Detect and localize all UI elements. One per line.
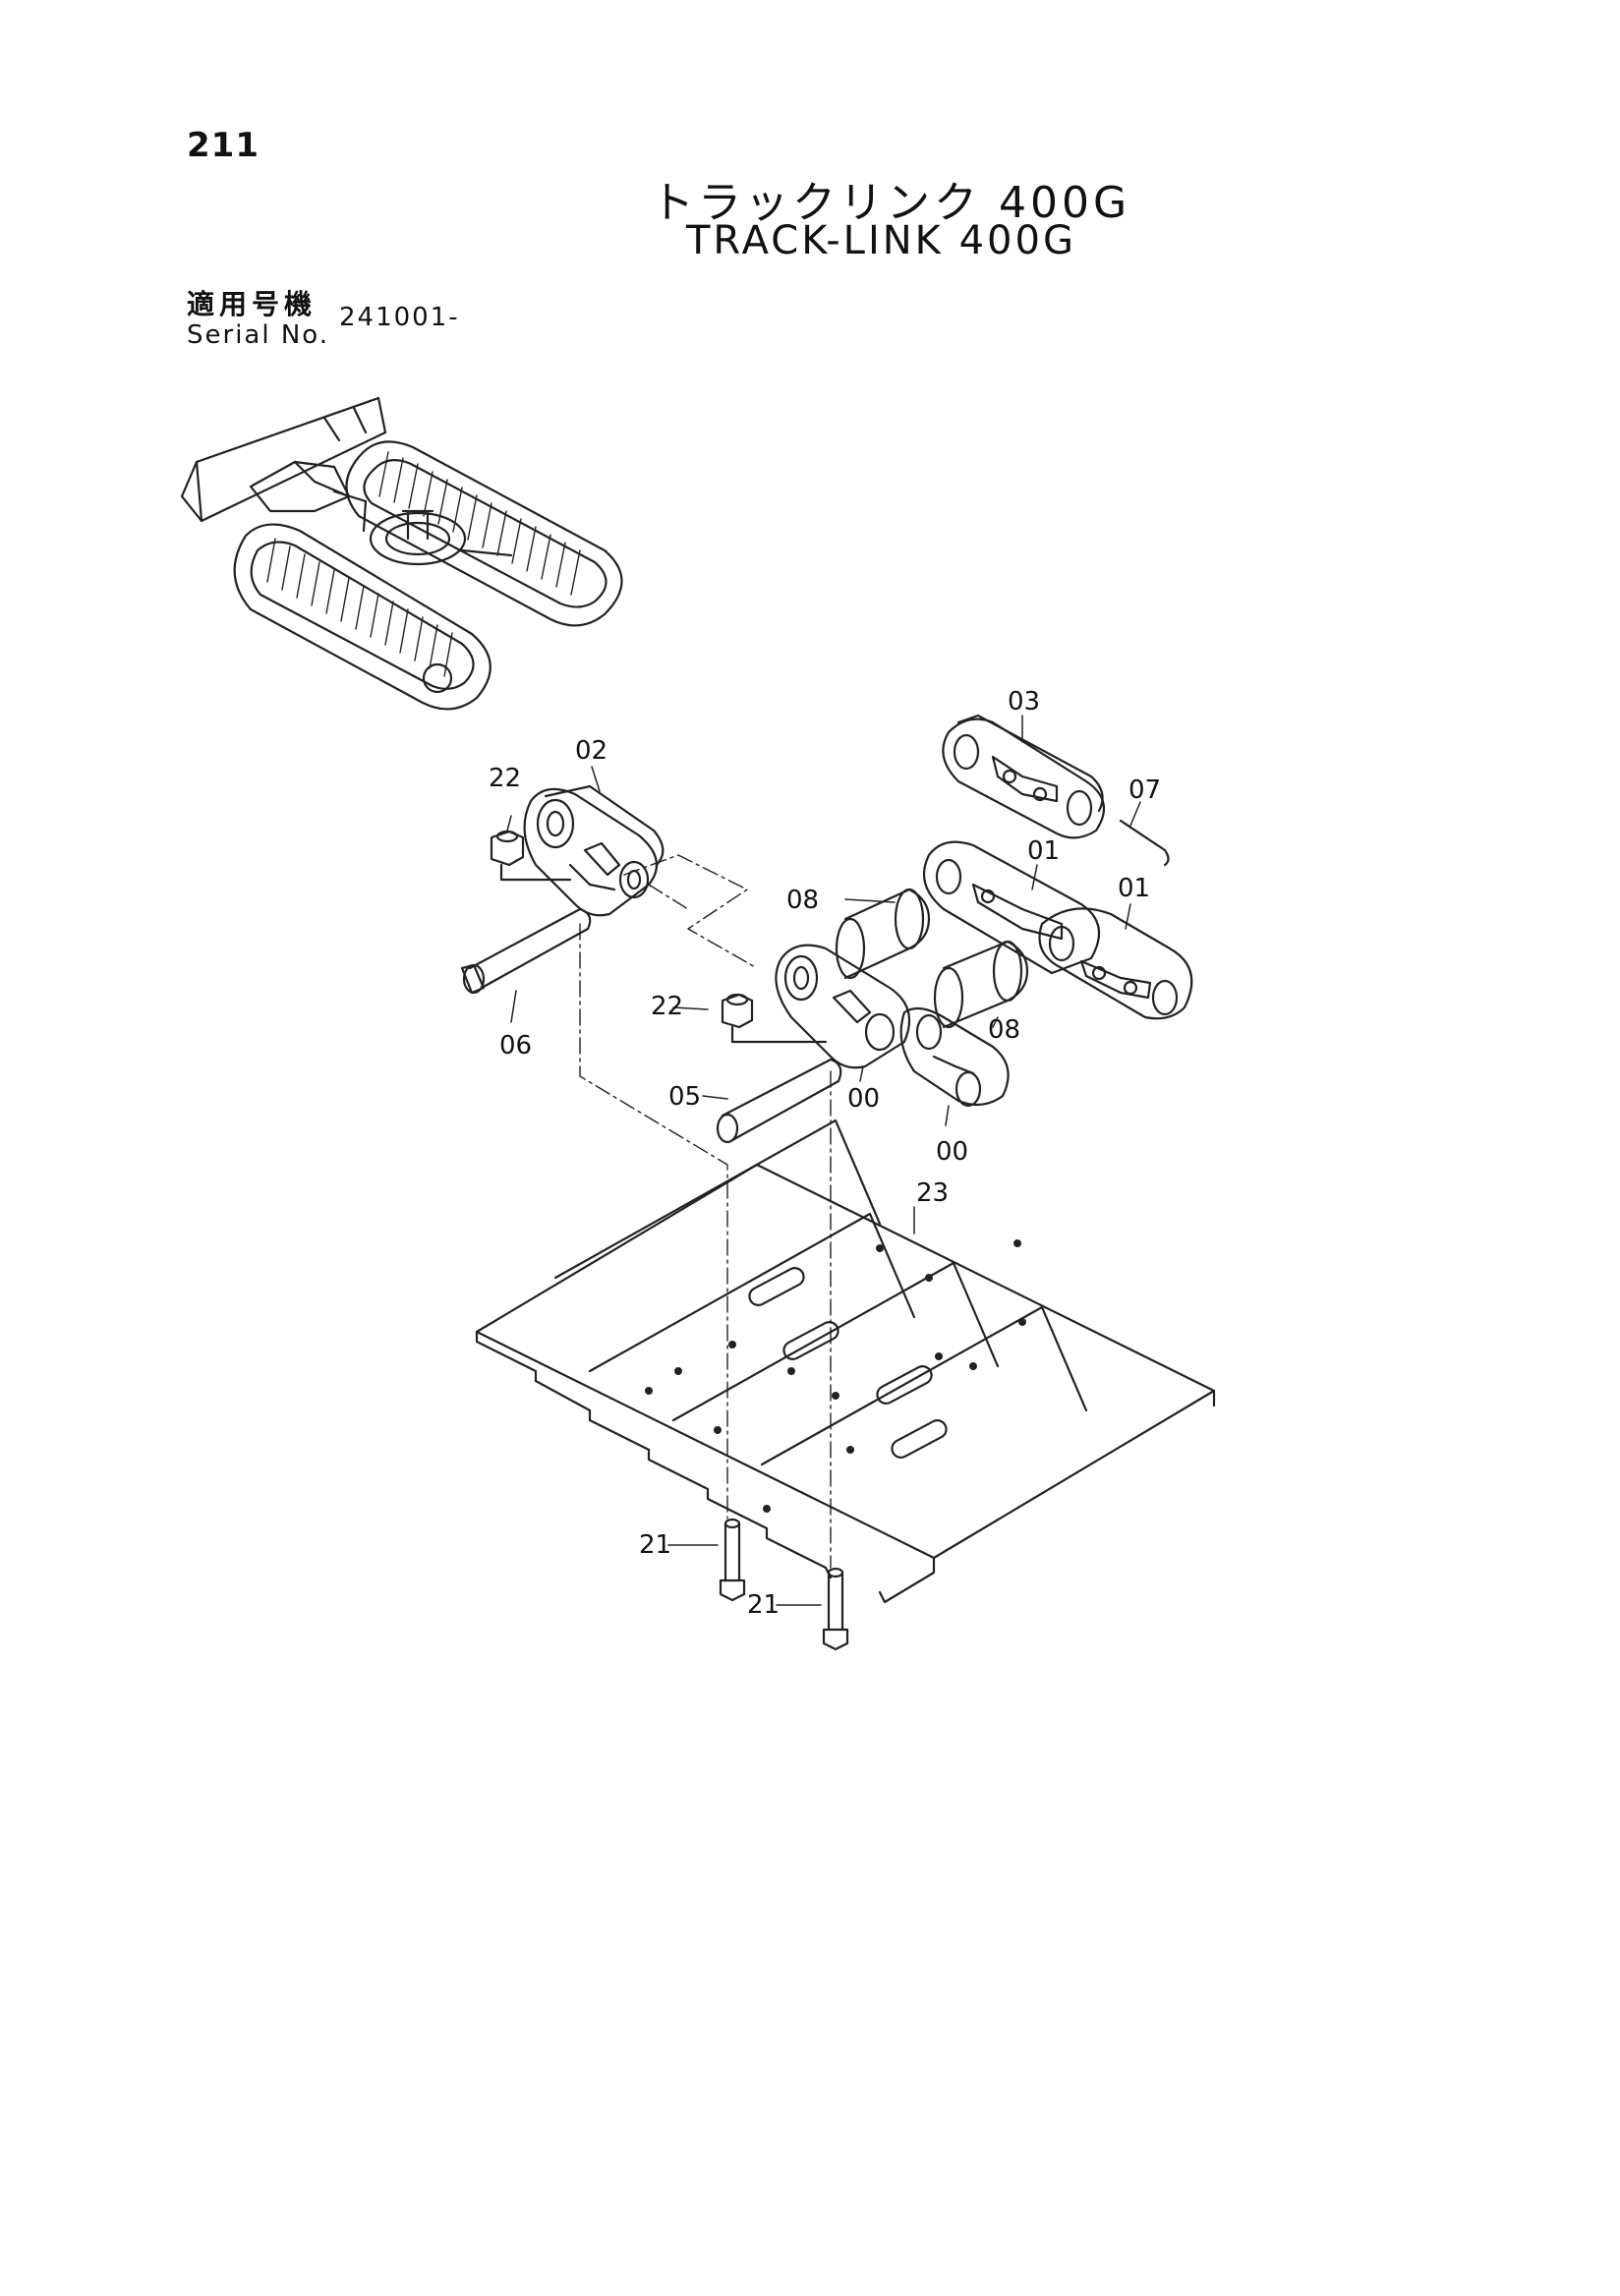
page-number: 211 [187, 126, 260, 165]
serial-number-value: 241001- [339, 303, 460, 332]
callout-08-lower: 08 [988, 1015, 1020, 1045]
bolts-21 [719, 1518, 849, 1651]
callout-02: 02 [575, 736, 608, 766]
callout-00-lower: 00 [936, 1137, 968, 1167]
callout-22-upper: 22 [489, 764, 521, 793]
machine-overview-illustration [180, 396, 623, 711]
callout-leaders [506, 715, 1141, 1606]
callout-00-center: 00 [847, 1084, 880, 1114]
serial-label-english: Serial No. [187, 320, 329, 350]
page-title-english: TRACK-LINK 400G [686, 218, 1076, 263]
callout-labels: 03 07 01 01 08 08 02 22 22 06 05 00 00 2… [489, 687, 1161, 1620]
callout-21-left: 21 [639, 1530, 671, 1560]
assembly-centerlines [579, 854, 832, 1569]
link-03-assembly [942, 714, 1170, 867]
callout-06: 06 [499, 1031, 532, 1061]
callout-01-upper: 01 [1027, 836, 1060, 866]
callout-22-lower: 22 [651, 992, 683, 1021]
callout-23: 23 [916, 1178, 949, 1208]
link-02-assembly [460, 784, 665, 995]
bushings-08 [835, 888, 1029, 1029]
callout-07: 07 [1128, 775, 1161, 805]
callout-08-upper: 08 [786, 886, 819, 915]
callout-05: 05 [668, 1082, 701, 1112]
link-01-assembly [922, 840, 1193, 1020]
serial-label-japanese: 適用号機 [187, 288, 318, 320]
callout-21-right: 21 [747, 1590, 780, 1620]
page-title-japanese: トラックリンク 400G [651, 178, 1131, 228]
callout-03: 03 [1008, 687, 1040, 717]
link-00-assembly [716, 944, 1010, 1144]
callout-01-right: 01 [1118, 874, 1150, 903]
track-shoe-23 [475, 1119, 1216, 1604]
